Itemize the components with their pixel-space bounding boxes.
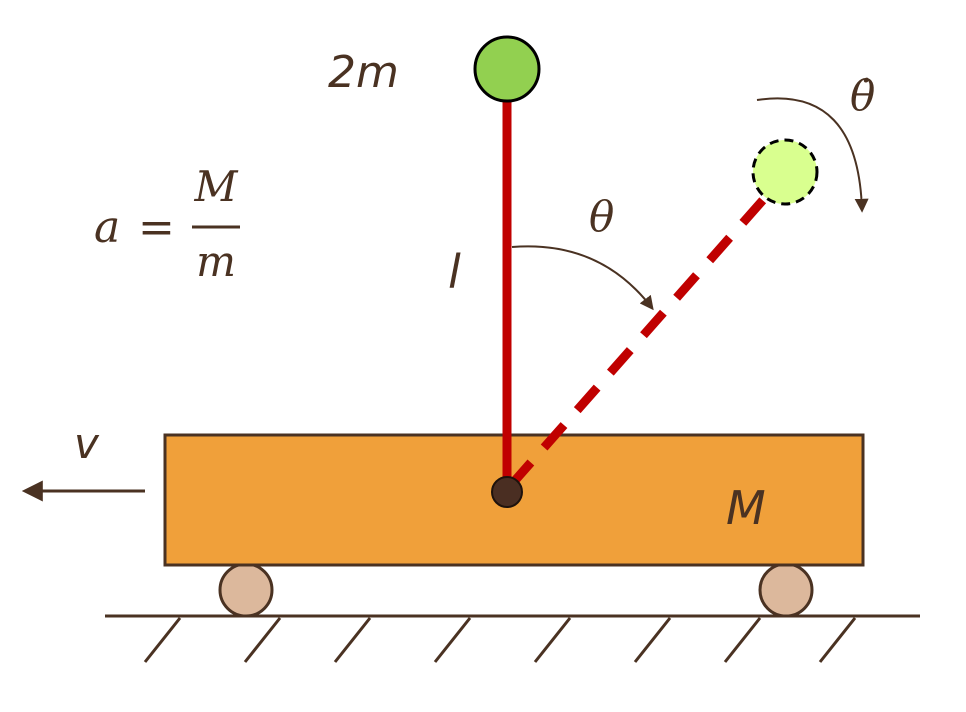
ratio-equals: =	[138, 202, 175, 253]
ghost-bob	[751, 138, 819, 206]
right-wheel	[758, 562, 814, 618]
cart-mass-label: M	[726, 481, 766, 535]
angle-label: θ	[589, 192, 614, 241]
ground-hatching	[143, 617, 857, 663]
angle-arc	[511, 245, 654, 311]
length-label: l	[448, 245, 461, 299]
ratio-denominator: m	[196, 237, 236, 286]
tilted-rod-dashed	[507, 197, 767, 488]
velocity-label: v	[74, 419, 100, 468]
pivot-point	[491, 476, 523, 508]
ratio-numerator: M	[193, 162, 238, 211]
angular-velocity-arc	[756, 97, 869, 213]
angular-velocity-label: θ̇	[850, 71, 875, 120]
ratio-lhs: a	[94, 202, 120, 253]
top-mass-label: 2m	[328, 47, 399, 98]
left-wheel	[218, 562, 274, 618]
top-bob	[473, 35, 541, 103]
